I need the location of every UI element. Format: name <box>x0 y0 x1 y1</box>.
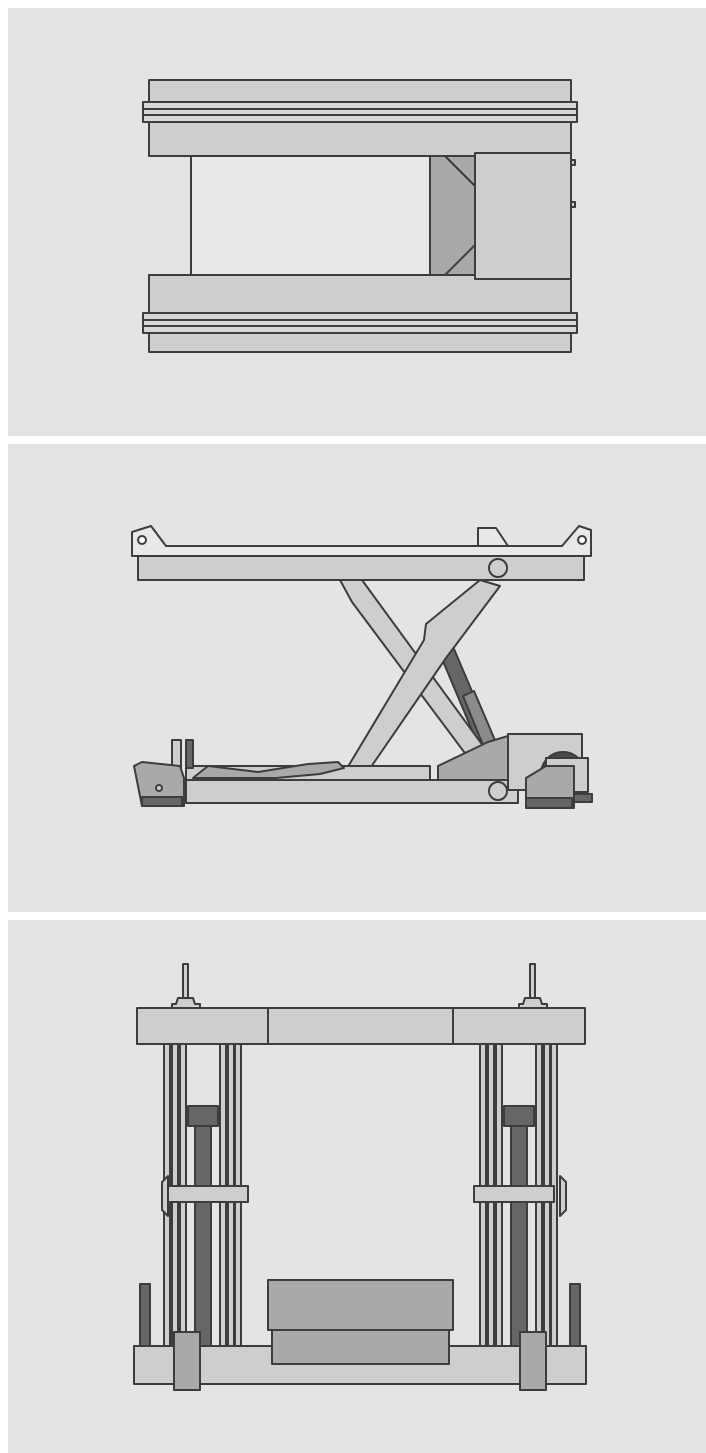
top-view-panel <box>8 8 706 436</box>
motor-block <box>267 1279 454 1365</box>
top-pivot <box>488 558 508 578</box>
platform <box>190 155 431 276</box>
ramp-wedge <box>429 155 476 276</box>
handle-posts <box>171 739 194 769</box>
top-view-drawing <box>142 79 578 353</box>
front-view-drawing <box>133 963 587 1391</box>
upper-rail <box>142 79 578 157</box>
motor-housing <box>474 152 576 280</box>
right-foot <box>525 765 575 809</box>
left-foot <box>133 761 185 807</box>
right-column-assembly <box>473 1043 567 1353</box>
bottom-pivot <box>488 781 508 801</box>
left-column-assembly <box>161 1043 249 1353</box>
top-beam <box>136 1007 586 1045</box>
side-view-panel <box>8 444 706 912</box>
front-view-panel <box>8 920 706 1453</box>
feet <box>173 1331 547 1391</box>
top-brackets <box>171 963 548 1009</box>
side-view-drawing <box>131 525 593 809</box>
top-platform <box>131 525 592 581</box>
base-frame <box>185 761 519 804</box>
lower-rail <box>142 274 578 353</box>
